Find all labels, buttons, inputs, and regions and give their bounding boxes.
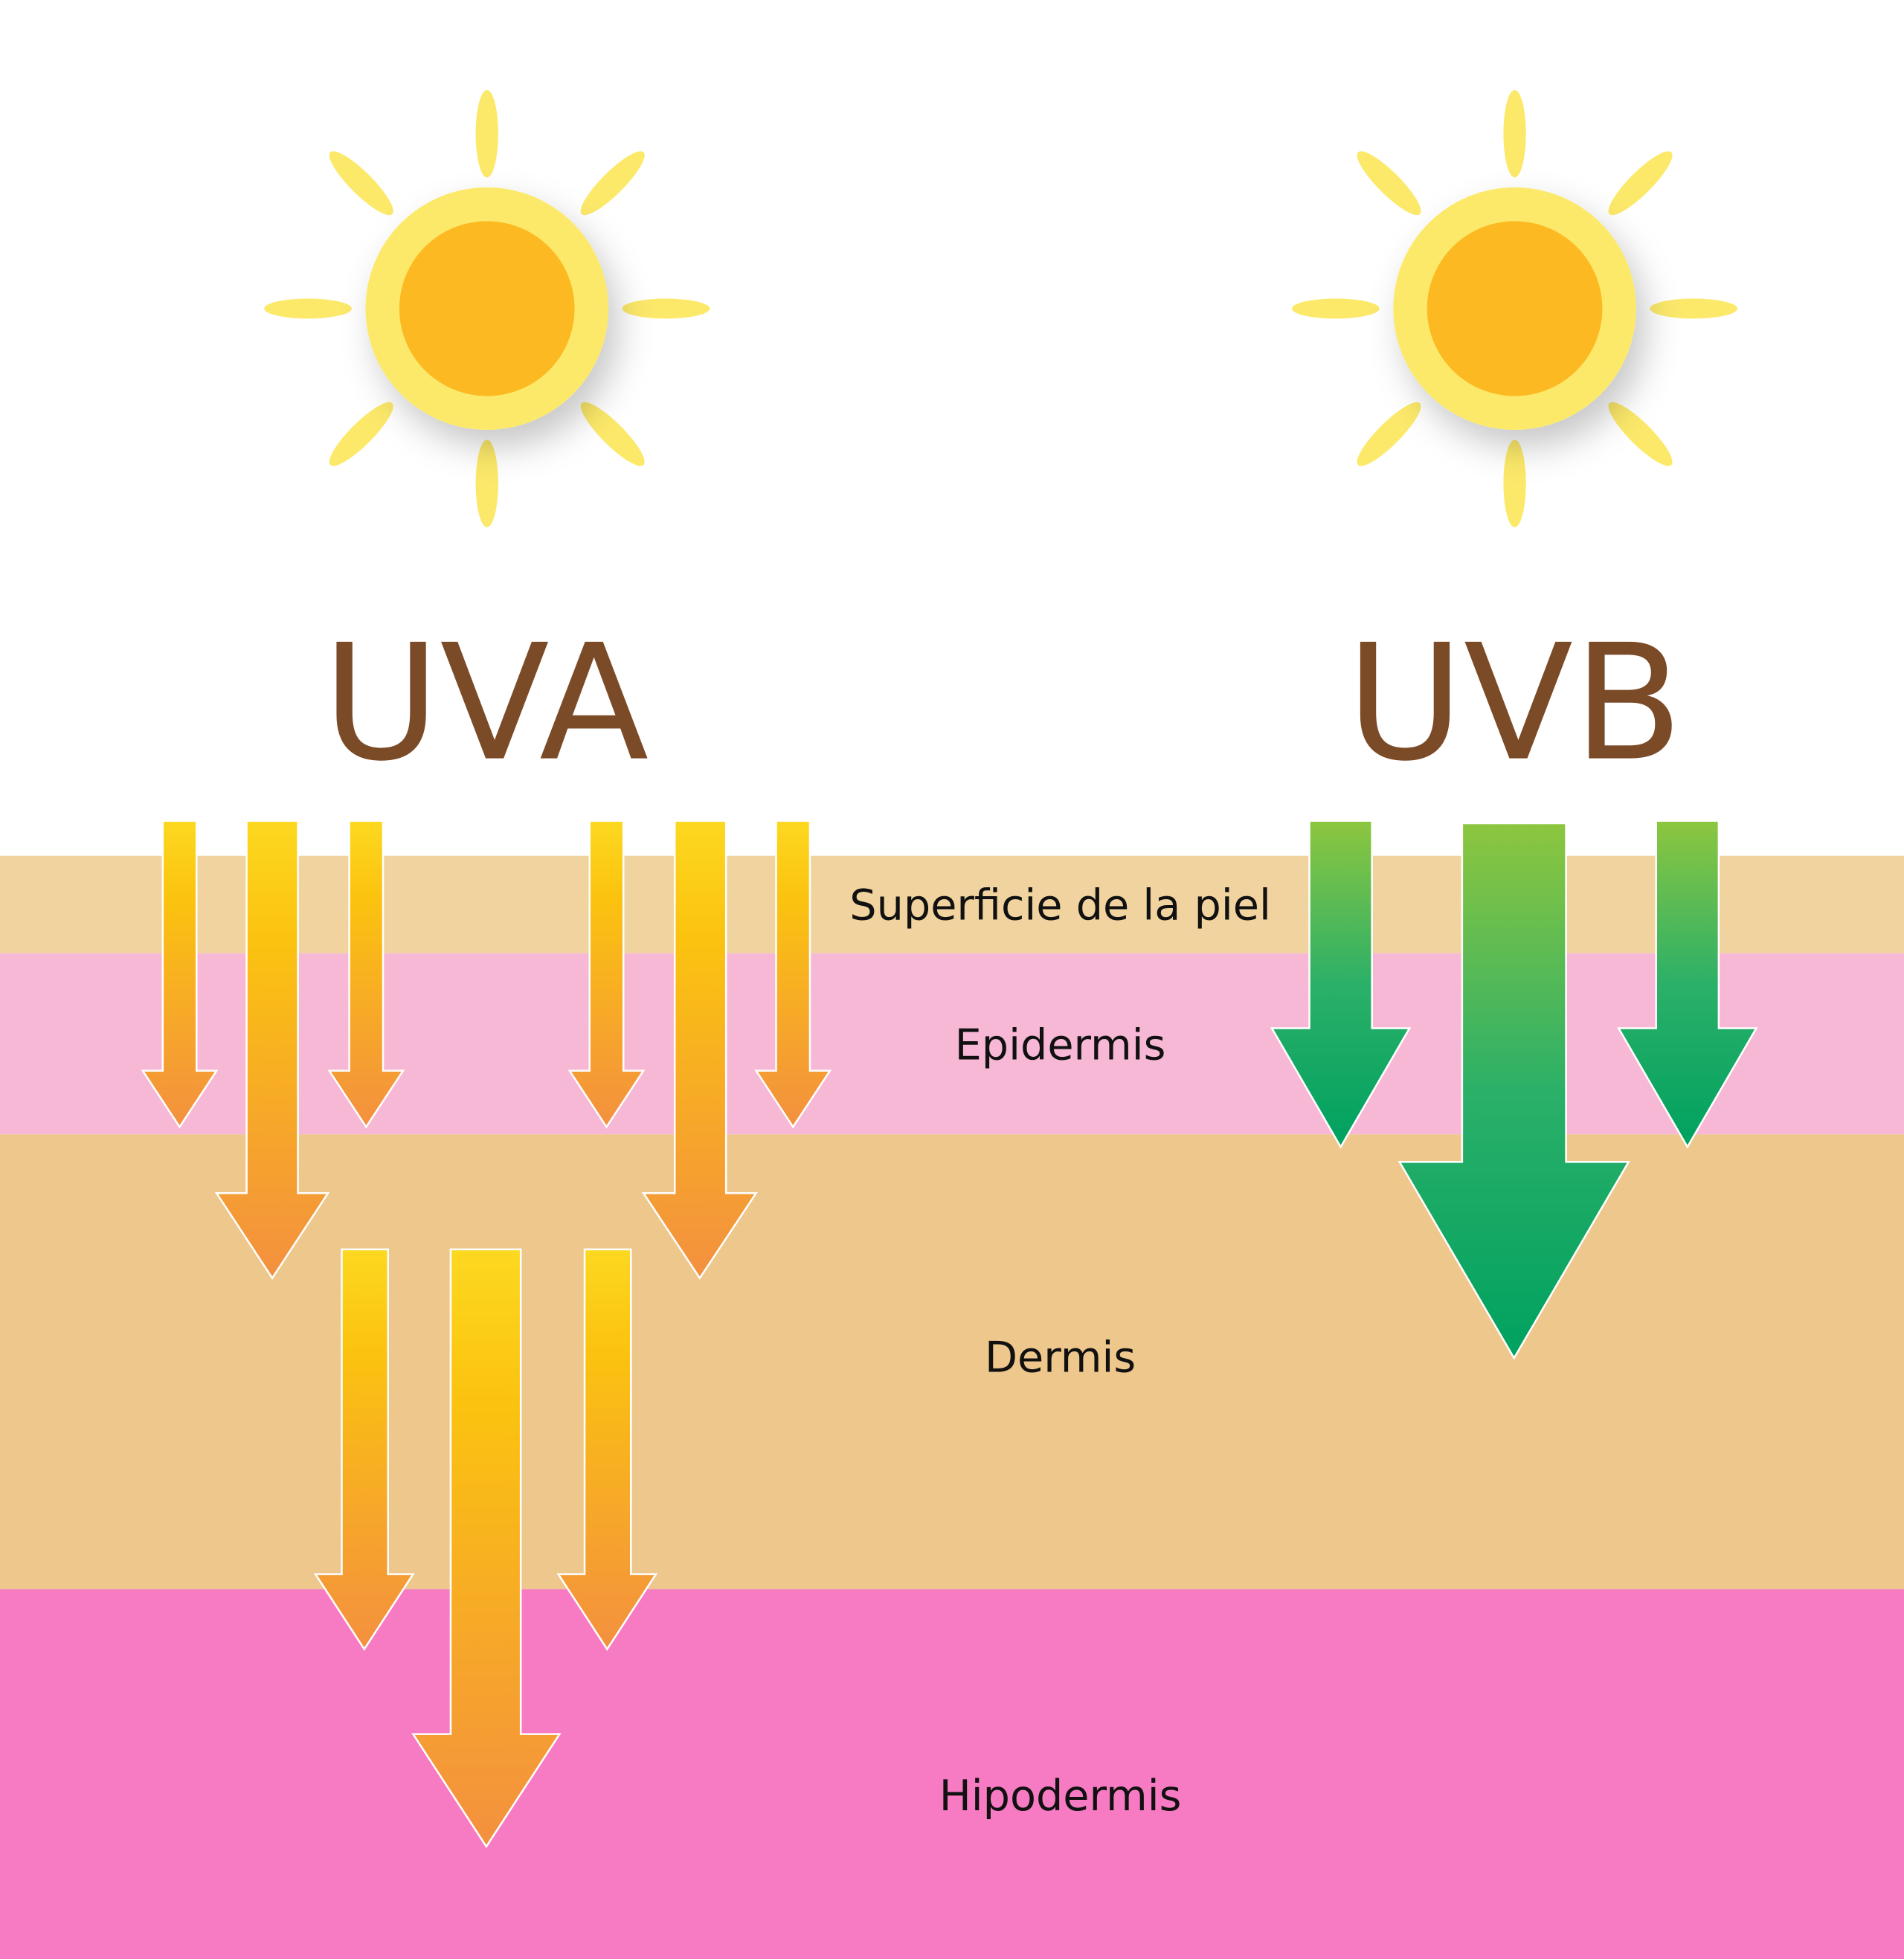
sun-icon-uva [264,90,710,527]
uva-arrow-long [214,820,330,1280]
layer-superficie [0,855,1904,953]
uvb-arrow-short [1270,820,1412,1149]
uva-arrow-short [754,820,832,1129]
sun-icon-uvb [1292,90,1737,527]
uva-arrow-medium [313,1248,415,1651]
uva-arrow-long [641,820,758,1280]
label-dermis: Dermis [985,1334,1136,1383]
layer-hipodermis [0,1589,1904,1959]
uvb-title: UVB [1346,610,1683,797]
uvb-arrow-short [1617,820,1758,1149]
uva-title: UVA [323,610,649,797]
label-superficie: Superficie de la piel [849,881,1271,930]
uva-arrow-medium [556,1248,658,1651]
uva-arrow-short [327,820,405,1129]
uva-arrow-deep [411,1248,562,1849]
label-hipodermis: Hipodermis [939,1772,1182,1821]
label-epidermis: Epidermis [955,1021,1166,1070]
layer-epidermis [0,953,1904,1135]
uva-arrow-short [567,820,646,1129]
uva-arrow-short [141,820,219,1129]
uvb-arrow-long [1398,822,1630,1360]
